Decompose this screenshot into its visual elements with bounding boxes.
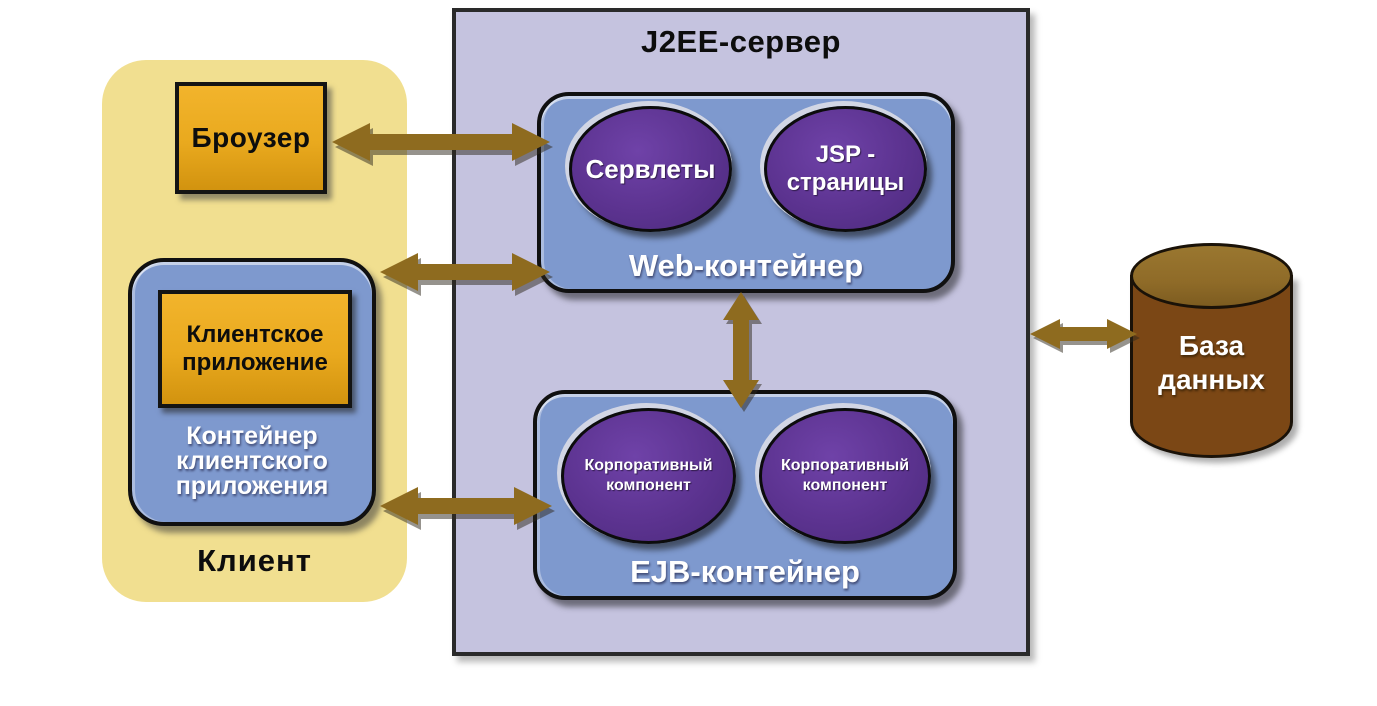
database-node: База данных [1130, 243, 1293, 458]
client-group-label: Клиент [197, 543, 312, 578]
servlets-node: Сервлеты [569, 106, 732, 232]
enterprise-bean-label-2: Корпоративный компонент [780, 457, 910, 494]
web-container-node: Сервлеты JSP - страницы Web-контейнер [537, 92, 955, 293]
enterprise-bean-node-1: Корпоративный компонент [561, 408, 736, 544]
arrow-server-database-bidirectional [1030, 319, 1140, 353]
jsp-pages-label: JSP - страницы [786, 141, 905, 196]
browser-label: Броузер [191, 122, 311, 153]
browser-node: Броузер [175, 82, 327, 194]
client-app-container-node: Клиентское приложение Контейнер клиентск… [128, 258, 376, 526]
ejb-container-node: Корпоративный компонент Корпоративный ко… [533, 390, 957, 600]
ejb-container-label: EJB-контейнер [630, 554, 860, 589]
database-label: База данных [1158, 330, 1265, 395]
web-container-label: Web-контейнер [628, 248, 864, 283]
client-app-container-label: Контейнер клиентского приложения [175, 422, 329, 500]
database-cylinder-top [1130, 243, 1293, 309]
jsp-pages-node: JSP - страницы [764, 106, 927, 232]
j2ee-server-title: J2EE-сервер [641, 24, 841, 59]
enterprise-bean-label-1: Корпоративный компонент [584, 457, 713, 494]
client-app-label: Клиентское приложение [182, 321, 328, 376]
enterprise-bean-node-2: Корпоративный компонент [759, 408, 931, 544]
servlets-label: Сервлеты [585, 153, 716, 184]
client-app-node: Клиентское приложение [158, 290, 352, 408]
